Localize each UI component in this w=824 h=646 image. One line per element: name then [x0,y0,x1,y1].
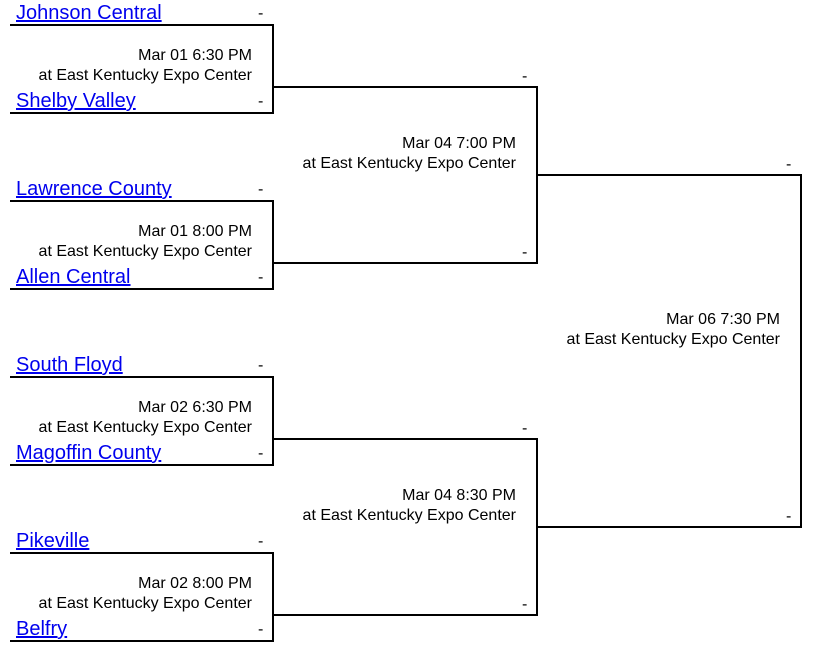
bracket-line [272,86,538,88]
game-venue: at East Kentucky Expo Center [302,155,516,172]
game-info: Mar 01 8:00 PM at East Kentucky Expo Cen… [39,222,252,262]
team-score: - [522,420,528,437]
team-score: - [258,181,264,198]
bracket-line [10,288,274,290]
bracket-connector [272,552,274,642]
bracket-line [272,262,538,264]
game-info: Mar 04 8:30 PM at East Kentucky Expo Cen… [303,486,516,526]
game-venue: at East Kentucky Expo Center [566,331,780,348]
game-info: Mar 04 7:00 PM at East Kentucky Expo Cen… [303,134,516,174]
team-score: - [258,533,264,550]
game-venue: at East Kentucky Expo Center [38,243,252,260]
game-info: Mar 01 6:30 PM at East Kentucky Expo Cen… [39,46,252,86]
bracket-line [10,200,274,202]
team-link-magoffin-county[interactable]: Magoffin County [16,442,162,464]
team-score: - [522,68,528,85]
bracket-connector [800,174,802,528]
bracket-connector [272,24,274,114]
bracket-line [272,614,538,616]
bracket-line [536,526,802,528]
game-info: Mar 06 7:30 PM at East Kentucky Expo Cen… [567,310,780,350]
game-venue: at East Kentucky Expo Center [38,67,252,84]
bracket-line [10,464,274,466]
team-score: - [522,244,528,261]
team-score: - [258,269,264,286]
bracket-line [10,640,274,642]
team-link-johnson-central[interactable]: Johnson Central [16,2,162,24]
team-score: - [786,156,792,173]
team-link-belfry[interactable]: Belfry [16,618,68,640]
team-score: - [258,445,264,462]
team-link-pikeville[interactable]: Pikeville [16,530,90,552]
game-info: Mar 02 6:30 PM at East Kentucky Expo Cen… [39,398,252,438]
game-time: Mar 01 8:00 PM [138,223,252,240]
game-venue: at East Kentucky Expo Center [38,595,252,612]
game-time: Mar 02 8:00 PM [138,575,252,592]
team-score: - [258,5,264,22]
game-time: Mar 04 8:30 PM [402,487,516,504]
game-time: Mar 01 6:30 PM [138,47,252,64]
game-time: Mar 04 7:00 PM [402,135,516,152]
team-score: - [258,621,264,638]
team-score: - [522,596,528,613]
bracket-connector [272,376,274,466]
bracket-line [536,174,802,176]
bracket-connector [272,200,274,290]
game-info: Mar 02 8:00 PM at East Kentucky Expo Cen… [39,574,252,614]
team-link-allen-central[interactable]: Allen Central [16,266,131,288]
bracket-line [10,24,274,26]
bracket-line [10,376,274,378]
team-link-shelby-valley[interactable]: Shelby Valley [16,90,136,112]
team-score: - [258,93,264,110]
team-link-lawrence-county[interactable]: Lawrence County [16,178,172,200]
team-score: - [258,357,264,374]
bracket-line [272,438,538,440]
game-time: Mar 06 7:30 PM [666,311,780,328]
game-venue: at East Kentucky Expo Center [38,419,252,436]
bracket-line [10,112,274,114]
game-venue: at East Kentucky Expo Center [302,507,516,524]
team-score: - [786,508,792,525]
game-time: Mar 02 6:30 PM [138,399,252,416]
team-link-south-floyd[interactable]: South Floyd [16,354,123,376]
bracket-line [10,552,274,554]
